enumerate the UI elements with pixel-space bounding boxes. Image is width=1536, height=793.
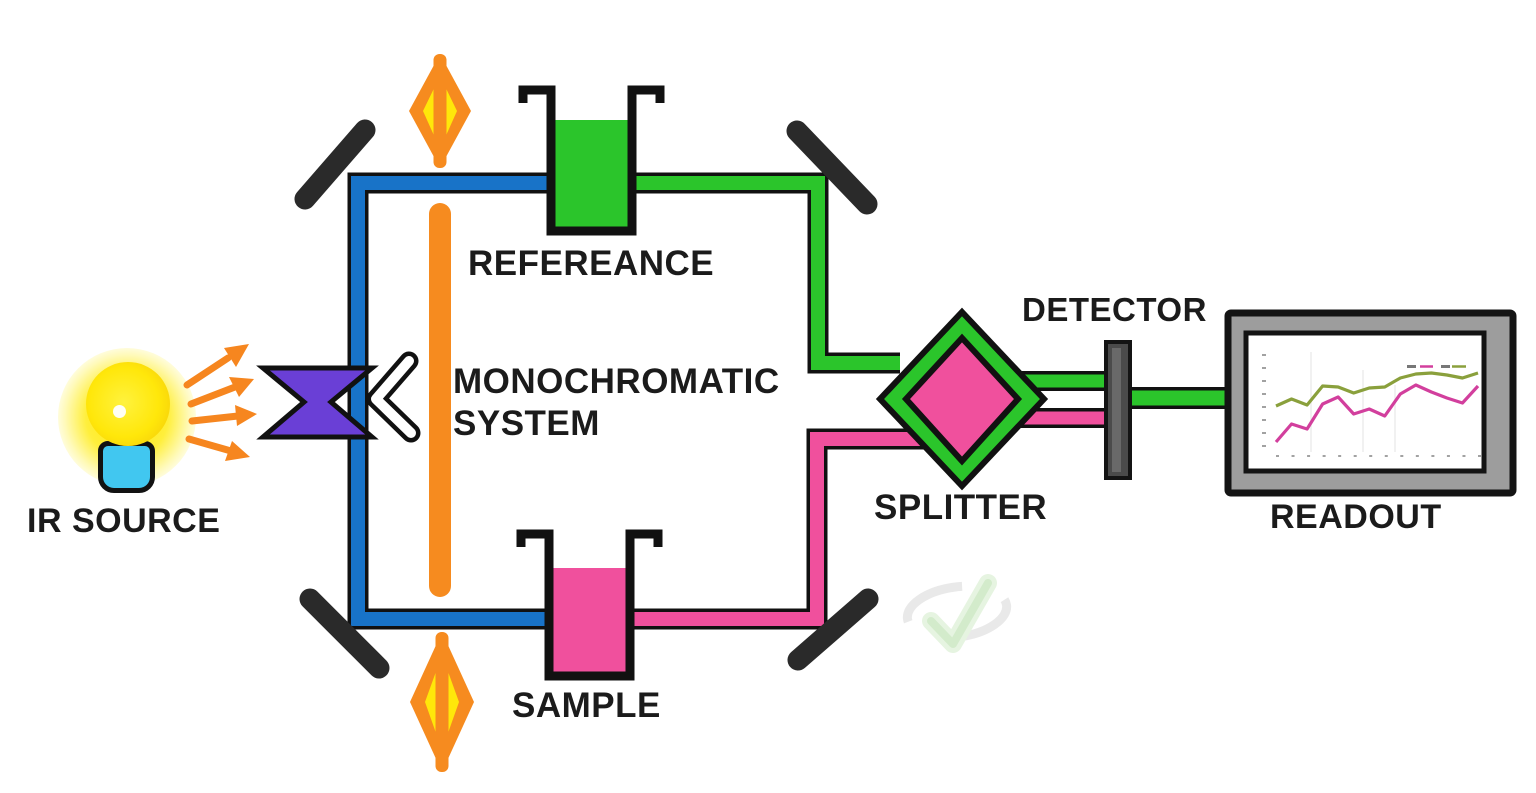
radiation-arrows-icon xyxy=(183,344,257,461)
splitter-label: SPLITTER xyxy=(874,488,1048,527)
readout-monitor-icon xyxy=(1224,309,1517,497)
readout-chart xyxy=(1262,352,1481,457)
monochromator-rod xyxy=(429,203,451,597)
beam-blue-path xyxy=(347,172,551,630)
ir-source-highlight xyxy=(113,405,126,418)
mirror-top-right-icon xyxy=(786,120,878,215)
sample-label: SAMPLE xyxy=(512,686,661,725)
entrance-slit-icon xyxy=(256,365,379,440)
chart-legend xyxy=(1407,365,1466,368)
detector-label: DETECTOR xyxy=(1022,291,1207,328)
mirror-bottom-left-icon xyxy=(299,588,390,679)
reference-label: REFEREANCE xyxy=(468,244,715,283)
monochromator-prism-bottom-icon xyxy=(410,632,474,772)
monochromator-prism-top-icon xyxy=(409,54,471,168)
monochromatic-system-label: MONOCHROMATIC SYSTEM xyxy=(453,361,780,445)
ir-source-label: IR SOURCE xyxy=(27,502,221,540)
monochromatic-line1: MONOCHROMATIC xyxy=(453,362,780,401)
detector-plate-icon xyxy=(1104,340,1132,480)
chart-line-pink xyxy=(1274,383,1480,444)
monochromatic-line2: SYSTEM xyxy=(453,404,600,443)
chart-line-green xyxy=(1275,371,1479,408)
mirrors xyxy=(294,119,879,679)
reference-cell-icon xyxy=(518,85,665,236)
beam-pink-path xyxy=(632,428,930,630)
beam-green-path xyxy=(632,172,900,374)
readout-label: READOUT xyxy=(1270,498,1442,536)
chart-ticks xyxy=(1262,354,1481,457)
beam-splitter-icon xyxy=(875,307,1049,491)
ir-source-bulb-icon xyxy=(86,362,170,446)
watermark-checkmark-icon xyxy=(902,574,1012,653)
mirror-top-left-icon xyxy=(294,119,376,210)
mirror-bottom-right-icon xyxy=(787,588,879,671)
slit-chevron-icon xyxy=(366,351,421,443)
sample-cell-icon xyxy=(516,529,663,681)
